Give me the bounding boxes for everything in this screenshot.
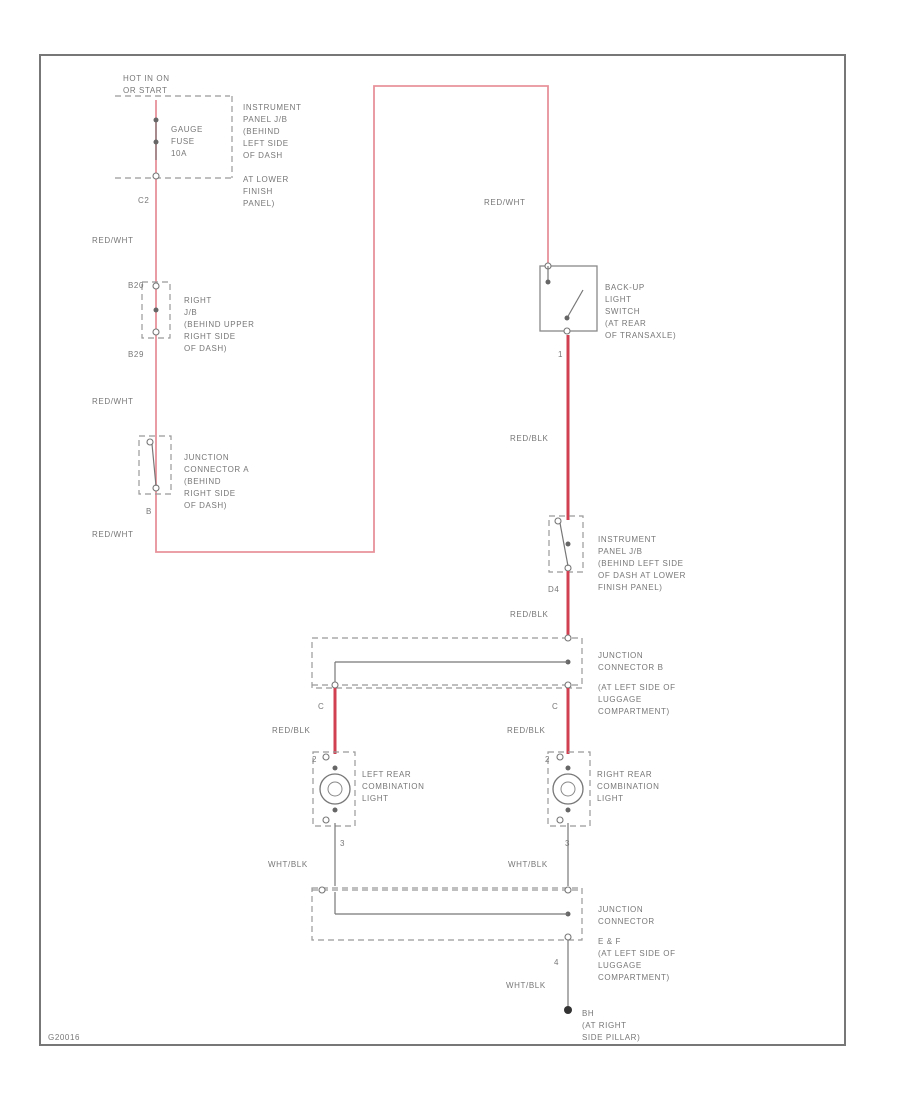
- ipjb-right-text-2: (BEHIND LEFT SIDE: [598, 559, 684, 568]
- pin-c-left: C: [318, 702, 324, 711]
- junction-connector-a-block: JUNCTION CONNECTOR A (BEHIND RIGHT SIDE …: [138, 435, 249, 516]
- right-lamp-text-2: LIGHT: [597, 794, 624, 803]
- power-dot: [153, 117, 159, 123]
- diagram-frame: [39, 54, 846, 1046]
- ground-text-2: SIDE PILLAR): [582, 1033, 640, 1042]
- backup-light-switch: BACK-UP LIGHT SWITCH (AT REAR OF TRANSAX…: [539, 262, 676, 359]
- right-lamp-text-1: COMBINATION: [597, 782, 659, 791]
- junction-b-text-0: JUNCTION: [598, 651, 643, 660]
- switch-text-3: (AT REAR: [605, 319, 646, 328]
- switch-text-1: LIGHT: [605, 295, 632, 304]
- right-jb-text-1: J/B: [184, 308, 197, 317]
- gauge-fuse: GAUGE FUSE 10A: [153, 122, 203, 160]
- wire-label-wht-blk-3: WHT/BLK: [506, 981, 546, 990]
- switch-text-4: OF TRANSAXLE): [605, 331, 676, 340]
- junction-a-text-4: OF DASH): [184, 501, 227, 510]
- ipjb-right-text-3: OF DASH AT LOWER: [598, 571, 686, 580]
- ipjb-top-block: INSTRUMENT PANEL J/B (BEHIND LEFT SIDE O…: [115, 96, 301, 208]
- ipjb-right-block: INSTRUMENT PANEL J/B (BEHIND LEFT SIDE O…: [548, 515, 686, 594]
- right-jb-pin-top: B20: [128, 281, 144, 290]
- right-jb-text-2: (BEHIND UPPER: [184, 320, 254, 329]
- wire-label-red-wht-4: RED/WHT: [484, 198, 526, 207]
- right-jb-text-3: RIGHT SIDE: [184, 332, 236, 341]
- pin-c-right: C: [552, 702, 558, 711]
- junction-b-text-3: LUGGAGE: [598, 695, 642, 704]
- ipjb-top-text-4: OF DASH: [243, 151, 283, 160]
- junction-a-text-2: (BEHIND: [184, 477, 221, 486]
- junction-ef-text-2: E & F: [598, 937, 621, 946]
- left-rear-combination-light: 2 LEFT REAR COMBINATION LIGHT 3: [312, 751, 424, 848]
- right-jb-pin-bottom: B29: [128, 350, 144, 359]
- wire-label-red-wht-2: RED/WHT: [92, 397, 134, 406]
- wire-label-red-blk-2: RED/BLK: [510, 610, 548, 619]
- figure-id: G20016: [48, 1033, 80, 1042]
- junction-ef-text-4: LUGGAGE: [598, 961, 642, 970]
- ipjb-top-text-6: FINISH: [243, 187, 273, 196]
- ipjb-right-text-0: INSTRUMENT: [598, 535, 656, 544]
- junction-ef-text-3: (AT LEFT SIDE OF: [598, 949, 676, 958]
- junction-b-text-2: (AT LEFT SIDE OF: [598, 683, 676, 692]
- ipjb-top-text-0: INSTRUMENT: [243, 103, 301, 112]
- right-jb-text-0: RIGHT: [184, 296, 212, 305]
- wire-label-red-blk-4: RED/BLK: [507, 726, 545, 735]
- wire-label-red-wht-3: RED/WHT: [92, 530, 134, 539]
- junction-ef-text-1: CONNECTOR: [598, 917, 655, 926]
- wire-label-red-wht-1: RED/WHT: [92, 236, 134, 245]
- power-source-label-1: HOT IN ON: [123, 74, 170, 83]
- junction-ef-text-5: COMPARTMENT): [598, 973, 670, 982]
- right-lamp-pin-top: 2: [545, 755, 550, 764]
- junction-a-text-1: CONNECTOR A: [184, 465, 249, 474]
- right-jb-block: B20 B29 RIGHT J/B (BEHIND UPPER RIGHT SI…: [128, 281, 254, 359]
- wire-label-red-blk-1: RED/BLK: [510, 434, 548, 443]
- wire-label-wht-blk-1: WHT/BLK: [268, 860, 308, 869]
- ground-text-0: BH: [582, 1009, 594, 1018]
- left-lamp-text-0: LEFT REAR: [362, 770, 411, 779]
- left-lamp-pin-bottom: 3: [340, 839, 345, 848]
- junction-a-pin: B: [146, 507, 152, 516]
- junction-b-text-4: COMPARTMENT): [598, 707, 670, 716]
- right-rear-combination-light: 2 RIGHT REAR COMBINATION LIGHT 3: [545, 751, 659, 848]
- right-lamp-text-0: RIGHT REAR: [597, 770, 652, 779]
- junction-connector-b-block: JUNCTION CONNECTOR B (AT LEFT SIDE OF LU…: [311, 634, 676, 716]
- power-source-label-2: OR START: [123, 86, 168, 95]
- ipjb-right-pin: D4: [548, 585, 559, 594]
- wire-label-red-blk-3: RED/BLK: [272, 726, 310, 735]
- right-lamp-pin-bottom: 3: [565, 839, 570, 848]
- fuse-label-1: GAUGE: [171, 125, 203, 134]
- junction-b-text-1: CONNECTOR B: [598, 663, 664, 672]
- right-jb-text-4: OF DASH): [184, 344, 227, 353]
- junction-a-text-3: RIGHT SIDE: [184, 489, 236, 498]
- fuse-label-3: 10A: [171, 149, 187, 158]
- ipjb-right-text-4: FINISH PANEL): [598, 583, 663, 592]
- left-lamp-pin-top: 2: [312, 755, 317, 764]
- ipjb-top-text-1: PANEL J/B: [243, 115, 288, 124]
- switch-text-0: BACK-UP: [605, 283, 645, 292]
- fuse-label-2: FUSE: [171, 137, 195, 146]
- ground-text-1: (AT RIGHT: [582, 1021, 627, 1030]
- ipjb-top-pin: C2: [138, 196, 149, 205]
- wire-label-wht-blk-2: WHT/BLK: [508, 860, 548, 869]
- junction-ef-text-0: JUNCTION: [598, 905, 643, 914]
- left-lamp-text-2: LIGHT: [362, 794, 389, 803]
- ipjb-top-text-2: (BEHIND: [243, 127, 280, 136]
- junction-a-text-0: JUNCTION: [184, 453, 229, 462]
- ground-point: [564, 1006, 572, 1014]
- switch-text-2: SWITCH: [605, 307, 640, 316]
- ipjb-right-text-1: PANEL J/B: [598, 547, 643, 556]
- ipjb-top-text-5: AT LOWER: [243, 175, 289, 184]
- switch-pin: 1: [558, 350, 563, 359]
- red-wht-wire-left: [155, 85, 549, 553]
- ipjb-top-text-7: PANEL): [243, 199, 275, 208]
- ipjb-top-text-3: LEFT SIDE: [243, 139, 289, 148]
- junction-ef-pin: 4: [554, 958, 559, 967]
- junction-connector-ef-block: JUNCTION CONNECTOR E & F (AT LEFT SIDE O…: [311, 886, 676, 982]
- left-lamp-text-1: COMBINATION: [362, 782, 424, 791]
